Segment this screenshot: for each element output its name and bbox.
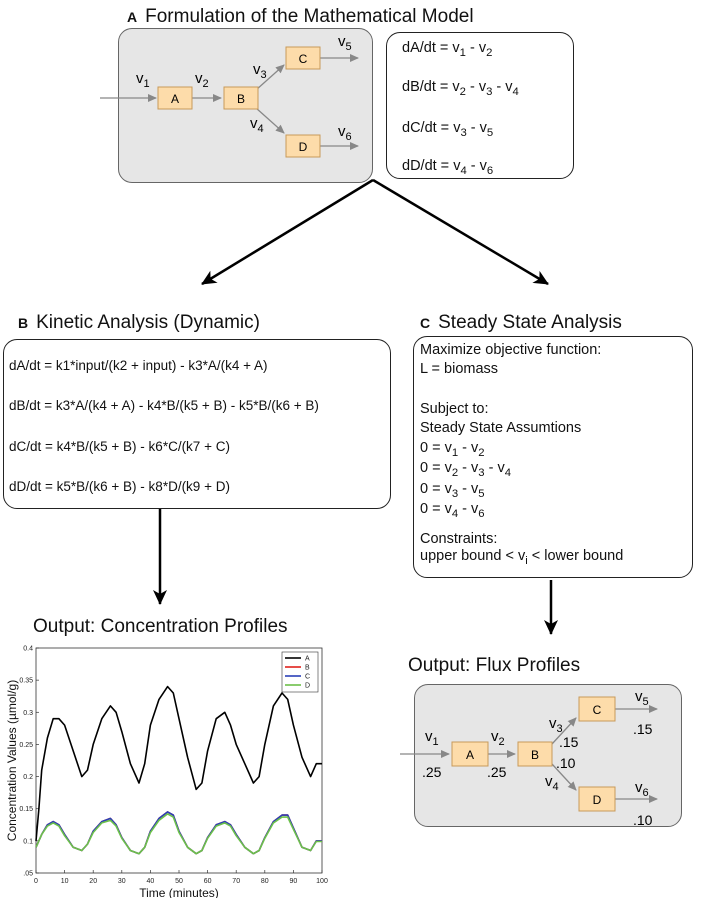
concentration-chart: 0 10 20 30 40 50 60 70 80 90 100 .05 0.1 0.15 0.2 0.25 0… <box>5 646 328 899</box>
flux-out-v3-label: v3 <box>549 715 563 735</box>
panel-a-eq-2: dB/dt = v2 - v3 - v4 <box>402 79 519 98</box>
legend-label-c: C <box>305 674 310 681</box>
flux-out-v1-label: v1 <box>425 728 439 748</box>
x-tick-label: 30 <box>118 878 126 885</box>
kinetic-eq-4: dD/dt = k5*B/(k6 + B) - k8*D/(k9 + D) <box>9 479 230 494</box>
series-line-d <box>35 813 322 855</box>
node-d-label: D <box>299 140 308 154</box>
panel-a-eq-3: dC/dt = v3 - v5 <box>402 120 494 139</box>
flux-out-v3-arrow <box>551 717 577 745</box>
flux-value-v3: .15 <box>559 734 579 750</box>
legend-label-a: A <box>305 656 310 663</box>
x-tick-label: 100 <box>316 878 328 885</box>
flux-out-v4-label: v4 <box>545 773 559 793</box>
assumption-label: Steady State Assumtions <box>420 420 582 436</box>
x-axis-label: Time (minutes) <box>139 886 219 898</box>
panel-b-letter: B <box>18 315 29 331</box>
y-tick-label: .05 <box>23 871 33 878</box>
flux-value-v2: .25 <box>487 764 507 780</box>
y-tick-label: 0.35 <box>19 678 33 685</box>
panel-a-eq-1: dA/dt = v1 - v2 <box>402 40 493 59</box>
arrow-to-steady-state <box>372 178 549 286</box>
node-d <box>285 134 321 158</box>
x-tick-label: 50 <box>175 878 183 885</box>
ss-constraint-3: 0 = v3 - v5 <box>420 481 485 500</box>
flux-node-d <box>578 786 616 812</box>
x-tick-label: 80 <box>261 878 269 885</box>
panel-a-equations-box <box>386 32 574 179</box>
y-tick-label: 0.15 <box>19 806 33 813</box>
flux-node-b-label: B <box>531 748 539 762</box>
flux-out-v2-label: v2 <box>491 728 505 748</box>
x-tick-label: 0 <box>34 878 38 885</box>
x-tick-label: 20 <box>89 878 97 885</box>
flux-node-b <box>517 741 553 767</box>
kinetic-eq-2: dB/dt = k3*A/(k4 + A) - k4*B/(k5 + B) - … <box>9 398 319 413</box>
x-tick-label: 10 <box>61 878 69 885</box>
flux-diagram: A B C D v1 v2 v3 v4 v5 v6 .25 .25 .15 .1… <box>400 688 658 828</box>
kinetic-equations-box <box>3 339 391 509</box>
node-b <box>223 86 259 110</box>
pathway-diagram: A B C D v1 v2 v3 v4 v5 v6 <box>100 33 359 158</box>
bounds-text: upper bound < vi < lower bound <box>420 548 624 567</box>
panel-a-letter: A <box>127 9 138 25</box>
objective-value: L = biomass <box>420 361 499 377</box>
flux-node-a-label: A <box>466 748 474 762</box>
node-c <box>285 46 321 70</box>
flux-v3-arrow <box>255 64 285 91</box>
flux-out-v4-arrow <box>551 763 577 791</box>
x-tick-label: 60 <box>204 878 212 885</box>
flux-out-v6-label: v6 <box>635 779 649 799</box>
flux-value-v4: .10 <box>556 755 576 771</box>
y-tick-label: 0.3 <box>23 710 33 717</box>
flux-node-a <box>451 741 489 767</box>
y-tick-label: 0.4 <box>23 646 33 653</box>
x-tick-label: 40 <box>147 878 155 885</box>
node-a <box>157 86 193 110</box>
legend-label-d: D <box>305 683 310 690</box>
panel-a-heading: A Formulation of the Mathematical Model <box>127 6 474 28</box>
panel-a-title: Formulation of the Mathematical Model <box>145 6 474 27</box>
panel-c-heading: C Steady State Analysis <box>420 312 622 334</box>
flux-v4-arrow <box>255 107 285 134</box>
y-tick-label: 0.1 <box>23 838 33 845</box>
ss-constraint-2: 0 = v2 - v3 - v4 <box>420 460 512 479</box>
subject-to-label: Subject to: <box>420 401 489 417</box>
steady-state-box <box>413 336 693 578</box>
kinetic-eq-1: dA/dt = k1*input/(k2 + input) - k3*A/(k4… <box>9 358 268 373</box>
flux-value-v1: .25 <box>422 764 442 780</box>
arrow-to-kinetic <box>201 178 374 286</box>
node-a-label: A <box>171 92 179 106</box>
flux-node-c <box>578 696 616 722</box>
flux-value-v5: .15 <box>633 721 653 737</box>
concentration-output-title: Output: Concentration Profiles <box>33 616 288 637</box>
flux-node-c-label: C <box>593 703 602 717</box>
flux-out-v5-label: v5 <box>635 688 649 708</box>
panel-a-eq-4: dD/dt = v4 - v6 <box>402 158 494 177</box>
panel-c-letter: C <box>420 315 431 331</box>
panel-b-title: Kinetic Analysis (Dynamic) <box>36 312 260 333</box>
node-b-label: B <box>237 92 245 106</box>
ss-constraint-1: 0 = v1 - v2 <box>420 440 485 459</box>
plot-area <box>35 647 323 874</box>
y-axis-label: Concentration Values (µmol/g) <box>5 680 19 841</box>
x-tick-label: 70 <box>232 878 240 885</box>
x-tick-label: 90 <box>290 878 298 885</box>
y-tick-label: 0.2 <box>23 774 33 781</box>
legend-label-b: B <box>305 665 310 672</box>
constraints-label: Constraints: <box>420 531 498 547</box>
kinetic-eq-3: dC/dt = k4*B/(k5 + B) - k6*C/(k7 + C) <box>9 439 230 454</box>
node-c-label: C <box>299 52 308 66</box>
flux-value-v6: .10 <box>633 812 653 828</box>
panel-b-heading: B Kinetic Analysis (Dynamic) <box>18 312 260 334</box>
objective-label: Maximize objective function: <box>420 342 602 358</box>
y-tick-label: 0.25 <box>19 742 33 749</box>
flux-output-title: Output: Flux Profiles <box>408 655 581 676</box>
flux-node-d-label: D <box>593 793 602 807</box>
panel-c-title: Steady State Analysis <box>438 312 622 333</box>
series-line-a <box>35 685 322 841</box>
ss-constraint-4: 0 = v4 - v6 <box>420 501 485 520</box>
